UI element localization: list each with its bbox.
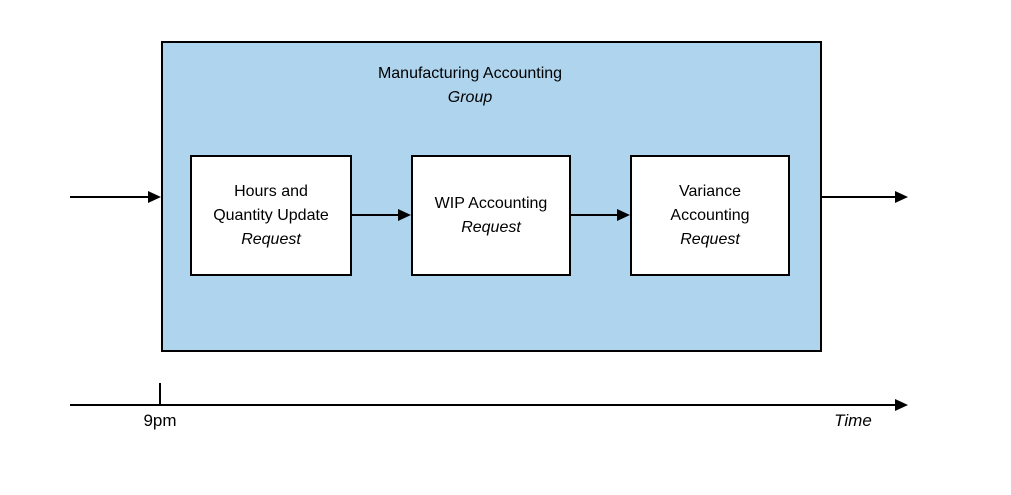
timeline-axis-label: Time — [834, 411, 872, 430]
timeline-tick-label: 9pm — [143, 411, 177, 430]
outgoing-flow-arrow-line — [822, 196, 896, 198]
incoming-flow-arrowhead-icon — [148, 191, 161, 203]
outgoing-flow-arrowhead-icon — [895, 191, 908, 203]
arrow-hours-to-wip-line — [352, 214, 399, 216]
process-box-wip-accounting: WIP Accounting Request — [411, 155, 571, 276]
timeline-axis-line — [70, 404, 896, 406]
timeline-arrowhead-icon — [895, 399, 908, 411]
group-title-line2: Group — [447, 89, 493, 106]
incoming-flow-arrow-line — [70, 196, 149, 198]
group-title: Manufacturing Accounting Group — [170, 62, 770, 110]
process-box-request-label: Request — [461, 218, 521, 236]
process-box-text-line: Quantity Update — [213, 206, 329, 224]
arrow-wip-to-variance-arrowhead-icon — [617, 209, 630, 221]
process-box-text-line: Variance — [679, 182, 741, 200]
process-box-request-label: Request — [241, 230, 301, 248]
group-title-line1: Manufacturing Accounting — [377, 65, 563, 82]
arrow-wip-to-variance-line — [571, 214, 618, 216]
process-box-text-line: Hours and — [234, 182, 308, 200]
arrow-hours-to-wip-arrowhead-icon — [398, 209, 411, 221]
process-box-request-label: Request — [680, 230, 740, 248]
process-box-hours-and-quantity-update: Hours and Quantity Update Request — [190, 155, 352, 276]
timeline-tick-9pm — [159, 383, 161, 404]
process-box-text-line: WIP Accounting — [434, 194, 548, 212]
process-box-variance-accounting: Variance Accounting Request — [630, 155, 790, 276]
process-box-text-line: Accounting — [670, 206, 750, 224]
